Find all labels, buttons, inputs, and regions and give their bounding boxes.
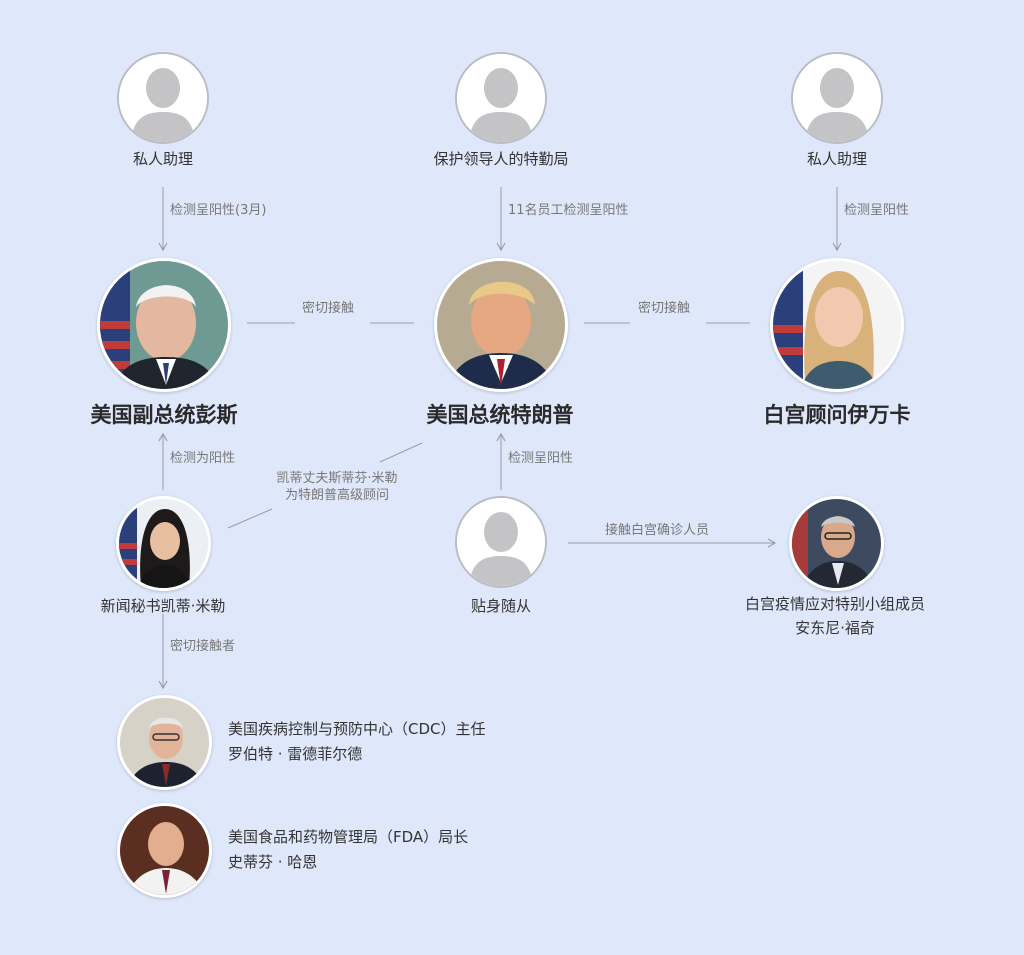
secret-service-label: 保护领导人的特勤局 [433,150,569,168]
fauci-label: 白宫疫情应对特别小组成员 安东尼·福奇 [717,592,953,640]
edge-label-valet-trump: 检测呈阳性 [508,451,574,466]
katie-miller-label: 新闻秘书凯蒂·米勒 [100,597,226,615]
valet-avatar [455,496,547,588]
edge-label-secret-service-trump: 11名员工检测呈阳性 [508,203,629,218]
edge-label-pence-trump: 密切接触 [302,301,355,316]
hahn-photo [117,803,212,898]
fauci-label-line2: 安东尼·福奇 [795,619,875,637]
aide-right-avatar [791,52,883,144]
fauci-label-line1: 白宫疫情应对特别小组成员 [744,595,925,613]
redfield-label-line1: 美国疾病控制与预防中心（CDC）主任 [228,720,486,738]
ivanka-label: 白宫顾问伊万卡 [763,403,911,427]
hahn-portrait-icon [120,806,209,895]
fauci-portrait-icon [792,499,881,588]
fauci-photo [789,496,884,591]
redfield-photo [117,695,212,790]
edge-label-aide-right-ivanka: 检测呈阳性 [844,203,910,218]
edge-label-miller-trump-line2: 为特朗普高级顾问 [284,488,389,503]
pence-portrait-icon [100,261,228,389]
edge-miller-trump-lower [227,508,273,529]
edge-label-aide-left-pence: 检测呈阳性(3月) [170,203,267,218]
trump-portrait-icon [437,261,565,389]
ivanka-portrait-icon [773,261,901,389]
person-placeholder-icon [457,54,545,142]
edge-label-miller-cdc-fda: 密切接触者 [170,639,236,654]
aide-right-label: 私人助理 [806,150,867,168]
edge-miller-trump-upper [379,442,423,463]
edge-label-miller-trump-line1: 凯蒂丈夫斯蒂芬·米勒 [276,471,398,486]
person-placeholder-icon [457,498,545,586]
redfield-portrait-icon [120,698,209,787]
edge-label-trump-ivanka: 密切接触 [638,301,691,316]
pence-photo [97,258,231,392]
redfield-label-line2: 罗伯特 · 雷德菲尔德 [228,745,363,763]
hahn-label-line1: 美国食品和药物管理局（FDA）局长 [228,828,469,846]
aide-left-label: 私人助理 [132,150,193,168]
katie-miller-portrait-icon [119,499,208,588]
trump-label: 美国总统特朗普 [426,403,574,427]
valet-label: 贴身随从 [470,597,531,615]
trump-photo [434,258,568,392]
edge-label-miller-pence: 检测为阳性 [170,451,236,466]
person-placeholder-icon [119,54,207,142]
person-placeholder-icon [793,54,881,142]
redfield-label: 美国疾病控制与预防中心（CDC）主任 罗伯特 · 雷德菲尔德 [228,717,486,767]
hahn-label-line2: 史蒂芬 · 哈恩 [228,853,318,871]
hahn-label: 美国食品和药物管理局（FDA）局长 史蒂芬 · 哈恩 [228,825,468,875]
edge-label-miller-trump: 凯蒂丈夫斯蒂芬·米勒 为特朗普高级顾问 [262,470,412,504]
edge-label-valet-fauci: 接触白宫确诊人员 [605,523,710,538]
pence-label: 美国副总统彭斯 [90,403,238,427]
katie-miller-photo [116,496,211,591]
secret-service-avatar [455,52,547,144]
aide-left-avatar [117,52,209,144]
ivanka-photo [770,258,904,392]
